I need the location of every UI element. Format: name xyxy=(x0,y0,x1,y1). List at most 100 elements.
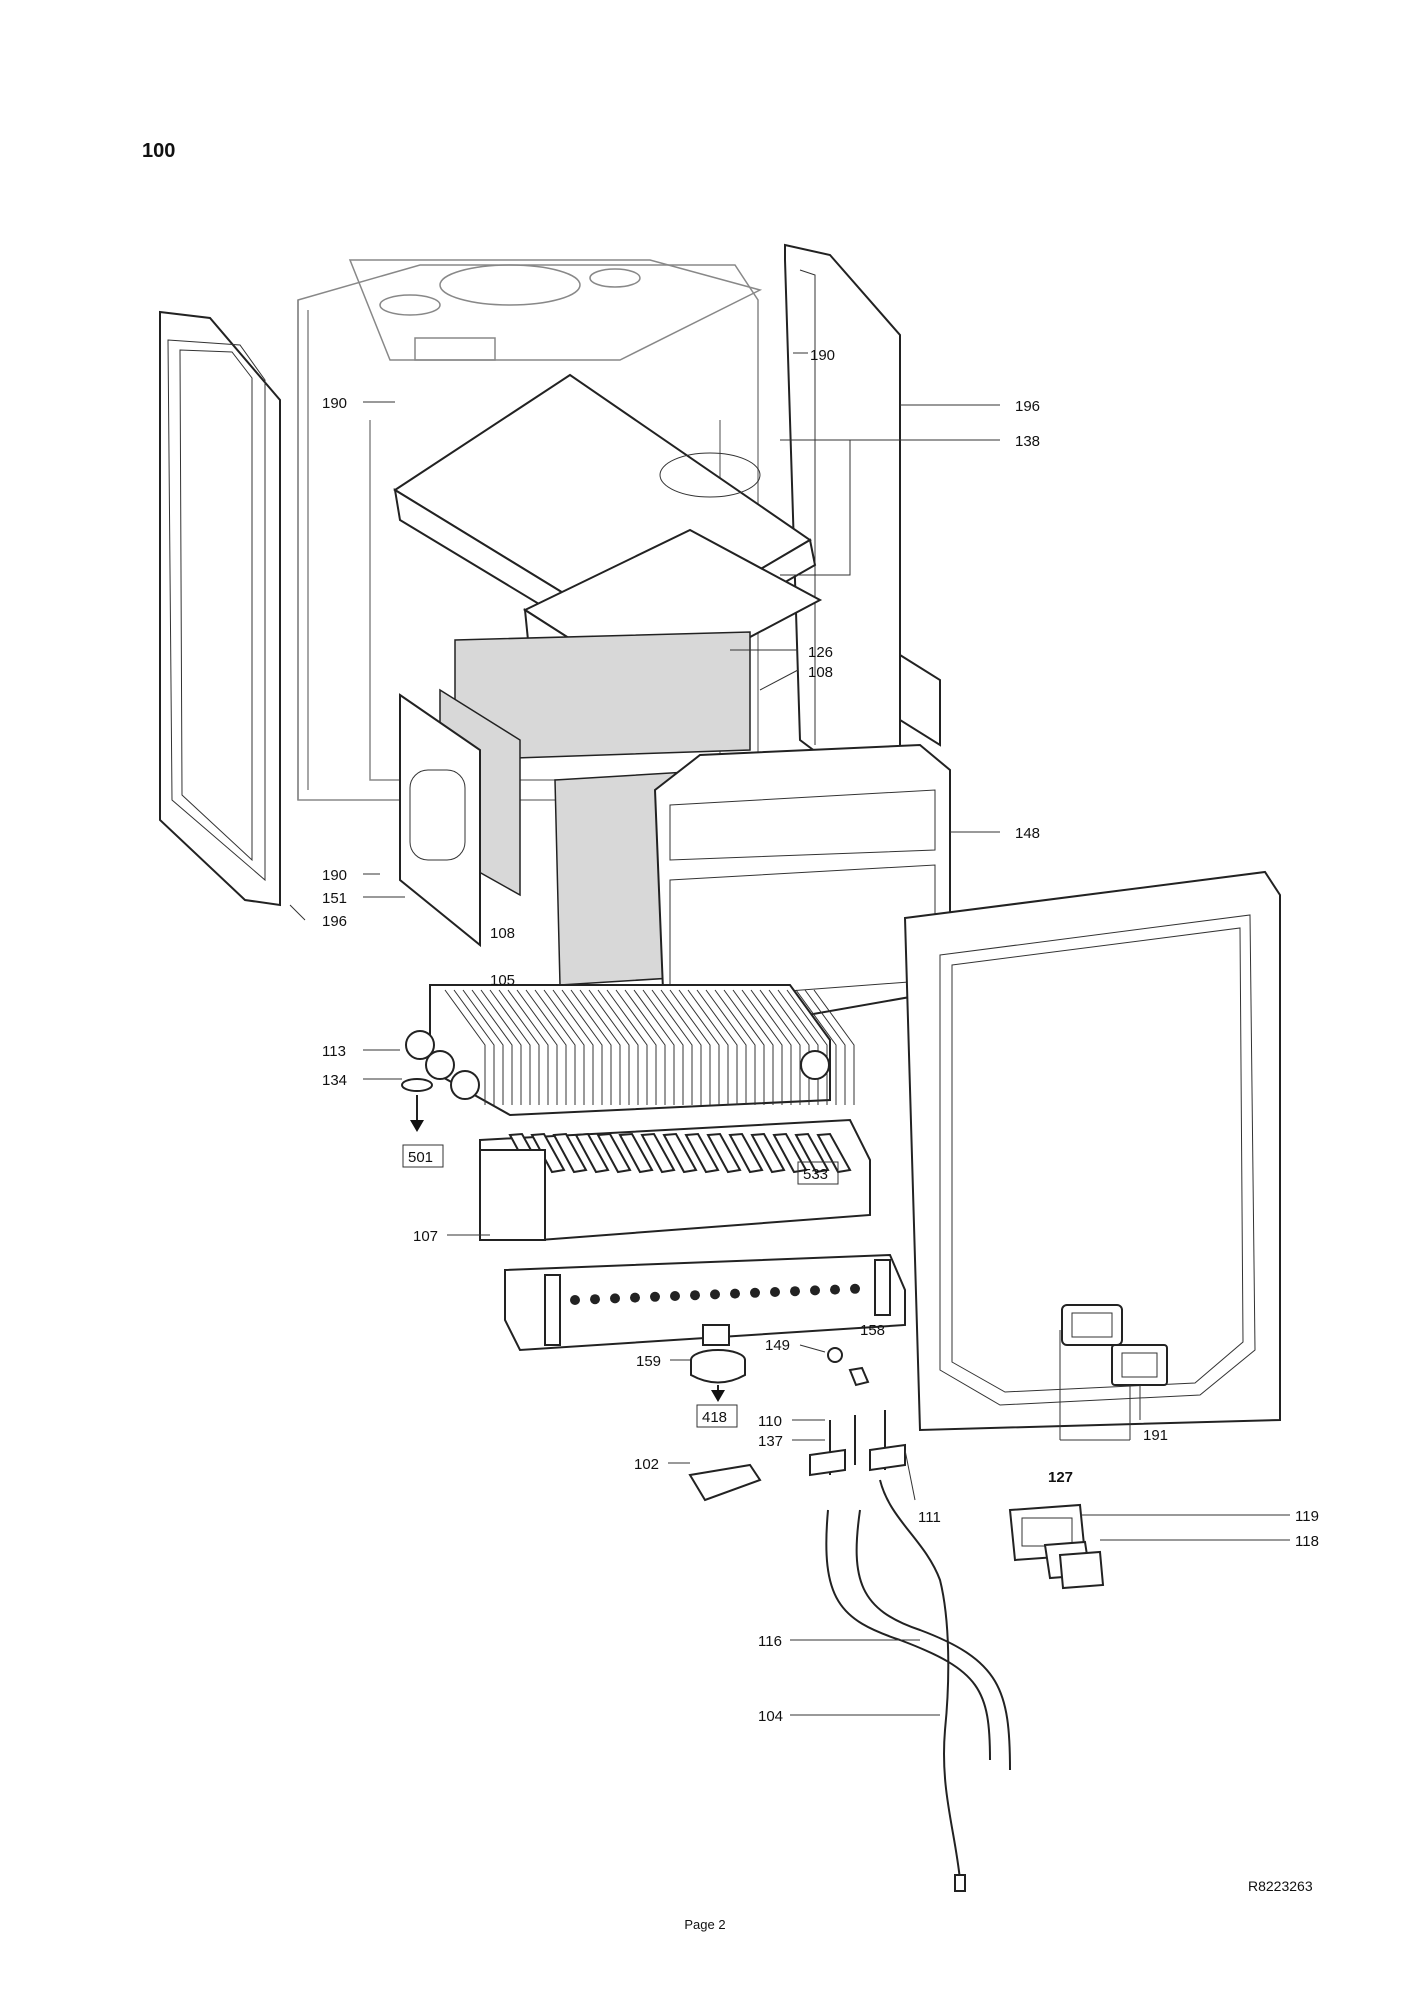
callout-111: 111 xyxy=(918,1509,941,1526)
manifold-injector-hole xyxy=(810,1285,820,1296)
heat-exchanger-fin xyxy=(705,989,747,1105)
burner-bar xyxy=(640,1132,676,1174)
callout-148: 148 xyxy=(1015,825,1040,842)
burner-assembly xyxy=(479,1118,871,1242)
manifold-injector-hole xyxy=(650,1291,660,1302)
heat-exchanger-fin xyxy=(489,989,531,1105)
manifold-injector-hole xyxy=(570,1295,580,1305)
heat-exchanger-fin xyxy=(588,989,630,1105)
burner-bar xyxy=(684,1132,720,1174)
right-side-panel xyxy=(784,243,901,792)
heat-exchanger-fin xyxy=(471,989,513,1105)
left-side-panel xyxy=(159,310,281,907)
heat-exchanger-fin xyxy=(768,989,810,1105)
callout-137: 137 xyxy=(758,1433,783,1450)
callout-116: 116 xyxy=(758,1633,782,1650)
heat-exchanger-fin xyxy=(453,989,495,1105)
heat-exchanger-fin xyxy=(660,989,702,1105)
burner-bar xyxy=(552,1132,588,1174)
drawing-reference: R8223263 xyxy=(1248,1878,1313,1894)
boxed-callout-418: 418 xyxy=(702,1409,727,1426)
callout-138: 138 xyxy=(1015,433,1040,450)
manifold-injector-hole xyxy=(710,1289,720,1300)
burner-bar xyxy=(596,1132,632,1174)
callout-126: 126 xyxy=(808,644,833,661)
heat-exchanger-fin xyxy=(525,989,567,1105)
gas-manifold xyxy=(504,1253,906,1352)
burner-bar xyxy=(574,1132,610,1174)
burner-bar xyxy=(816,1132,852,1174)
callout-134: 134 xyxy=(322,1072,347,1089)
manifold-injector-hole xyxy=(770,1287,780,1297)
heat-exchanger-fin xyxy=(624,989,666,1105)
callout-149: 149 xyxy=(765,1337,790,1354)
heat-exchanger-fin xyxy=(813,989,855,1105)
reference-arrows xyxy=(410,1095,725,1402)
heat-exchanger-fin xyxy=(543,989,585,1105)
boxed-callout-533: 533 xyxy=(803,1166,828,1183)
manifold-injector-hole xyxy=(730,1288,740,1299)
manifold-injector-hole xyxy=(750,1287,760,1298)
heat-exchanger-fin xyxy=(615,989,657,1105)
callout-119: 119 xyxy=(1295,1508,1319,1525)
front-panel xyxy=(903,870,1281,1432)
heat-exchanger-fin xyxy=(687,989,729,1105)
small-parts xyxy=(401,1078,1105,1590)
heat-exchanger-fin xyxy=(696,989,738,1105)
burner-bar xyxy=(750,1132,786,1174)
heat-exchanger-fin xyxy=(795,989,837,1105)
heat-exchanger-fin xyxy=(804,989,846,1105)
heat-exchanger-fin xyxy=(462,989,504,1105)
heat-exchanger-fin xyxy=(777,989,819,1105)
heat-exchanger-fin xyxy=(579,989,621,1105)
heat-exchanger-fin xyxy=(759,989,801,1105)
heat-exchanger-fin xyxy=(507,989,549,1105)
boxed-callouts: 501 533 418 xyxy=(402,1144,839,1428)
heat-exchanger-fin xyxy=(633,989,675,1105)
heat-exchanger-fin xyxy=(741,989,783,1105)
manifold-injector-hole xyxy=(830,1284,840,1295)
callout-107: 107 xyxy=(413,1228,438,1245)
heat-exchanger-fin xyxy=(552,989,594,1105)
heat-exchanger-fin xyxy=(444,989,486,1105)
callout-190-top-left: 190 xyxy=(322,395,347,412)
heat-exchanger-fin xyxy=(750,989,792,1105)
heat-exchanger-fin xyxy=(480,989,522,1105)
heat-exchanger-fin xyxy=(714,989,756,1105)
heat-exchanger-fin xyxy=(786,989,828,1105)
callout-118: 118 xyxy=(1295,1533,1319,1550)
callout-190-top-right: 190 xyxy=(810,347,835,364)
callout-113: 113 xyxy=(322,1043,346,1060)
callout-191: 191 xyxy=(1143,1427,1168,1444)
callout-104: 104 xyxy=(758,1708,783,1725)
heat-exchanger-fin xyxy=(678,989,720,1105)
ignition-cables xyxy=(825,1479,1011,1892)
manifold-injector-hole xyxy=(790,1286,800,1297)
section-number: 100 xyxy=(142,140,176,162)
callout-190-bottom-left: 190 xyxy=(322,867,347,884)
manifold-injector-hole xyxy=(690,1290,700,1301)
manifold-injector-hole xyxy=(610,1293,620,1304)
heat-exchanger-fin xyxy=(732,989,774,1105)
callout-105: 105 xyxy=(490,972,515,989)
callout-110: 110 xyxy=(758,1413,782,1430)
callout-108-right: 108 xyxy=(808,664,833,681)
boxed-callout-501: 501 xyxy=(408,1149,433,1166)
heat-exchanger-fin xyxy=(642,989,684,1105)
callout-196-right: 196 xyxy=(1015,398,1040,415)
callout-158: 158 xyxy=(860,1322,885,1339)
manifold-injector-hole xyxy=(670,1291,680,1301)
heat-exchanger-fin xyxy=(669,989,711,1105)
burner-bar xyxy=(728,1132,764,1174)
manifold-injector-hole xyxy=(630,1292,640,1303)
burner-bar xyxy=(618,1132,654,1174)
callout-labels: 190 190 196 138 126 108 190 151 196 108 … xyxy=(322,347,1319,1725)
manifold-injector-hole xyxy=(590,1294,600,1305)
heat-exchanger-fin xyxy=(597,989,639,1105)
heat-exchanger-fin xyxy=(651,989,693,1105)
callout-102: 102 xyxy=(634,1456,659,1473)
heat-exchanger-fin xyxy=(516,989,558,1105)
heat-exchanger-fin xyxy=(723,989,765,1105)
burner-bar xyxy=(662,1132,698,1174)
